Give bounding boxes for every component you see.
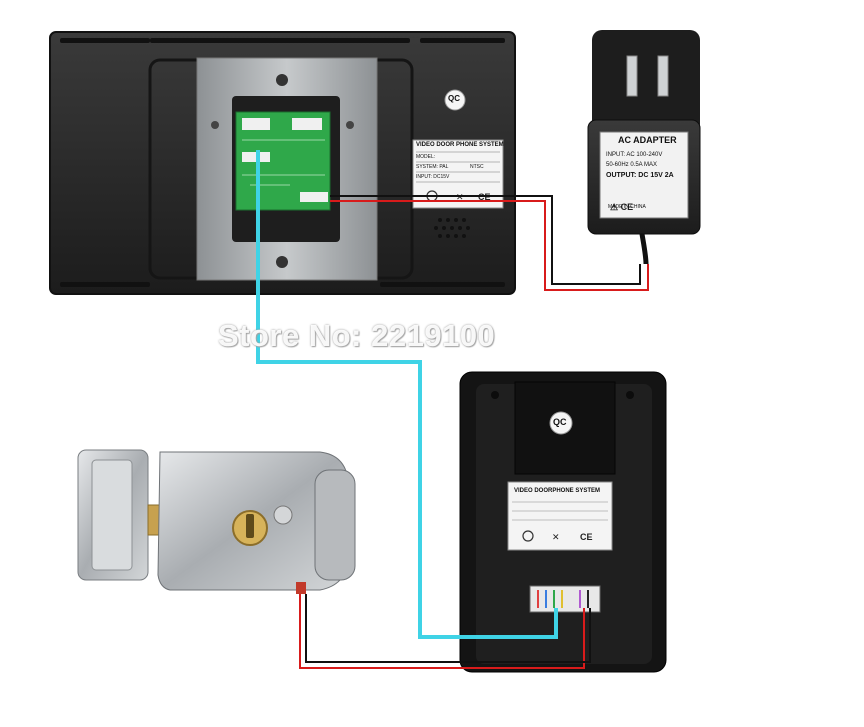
adapter-origin: MADE IN CHINA — [608, 204, 646, 210]
svg-text:CE: CE — [580, 532, 593, 542]
wiring — [256, 150, 649, 669]
adapter-cable — [639, 233, 649, 265]
power-wire-red — [330, 200, 649, 291]
indoor-monitor: ✕ CE — [49, 31, 516, 295]
adapter-freq: 50-60Hz 0.5A MAX — [606, 162, 658, 168]
svg-text:✕: ✕ — [552, 532, 560, 542]
svg-text:⚠ CE: ⚠ CE — [610, 202, 633, 212]
camera-label-title: VIDEO DOORPHONE SYSTEM — [514, 488, 601, 494]
speaker-grille — [434, 218, 470, 238]
monitor-label-input: INPUT: DC15V — [416, 174, 450, 180]
lock-button — [273, 505, 293, 525]
adapter-title: AC ADAPTER — [618, 135, 677, 145]
monitor-qc-sticker — [444, 89, 466, 111]
adapter-output: OUTPUT: DC 15V 2A — [606, 172, 674, 179]
adapter-spec-label — [599, 131, 689, 219]
camera-housing-recess — [514, 381, 616, 475]
monitor-label-ntsc: NTSC — [470, 164, 484, 170]
monitor-qc-text: QC — [448, 94, 460, 103]
lock-terminal — [296, 582, 306, 594]
outdoor-camera-unit: ✕ CE — [459, 371, 667, 673]
camera-qc-sticker — [549, 411, 573, 435]
lock-wire-red — [299, 594, 585, 669]
monitor-label-title: VIDEO DOOR PHONE SYSTEM — [416, 142, 504, 148]
monitor-label-system: SYSTEM: PAL — [416, 164, 449, 170]
lock-wire-black — [305, 594, 591, 663]
signal-wire-cyan — [256, 150, 558, 639]
store-watermark: Store No: 2219100 — [218, 318, 496, 353]
adapter-input: INPUT: AC 100-240V — [606, 152, 663, 158]
power-wire-black — [330, 195, 641, 285]
adapter-prong-left — [626, 55, 638, 97]
camera-spec-label — [507, 481, 613, 551]
camera-qc-text: QC — [553, 417, 567, 427]
adapter-prong-right — [657, 55, 669, 97]
ac-adapter: ⚠ CE — [587, 30, 701, 265]
electric-lock — [77, 449, 356, 594]
monitor-label-model: MODEL: — [416, 154, 436, 160]
monitor-vent-slots — [60, 38, 505, 287]
